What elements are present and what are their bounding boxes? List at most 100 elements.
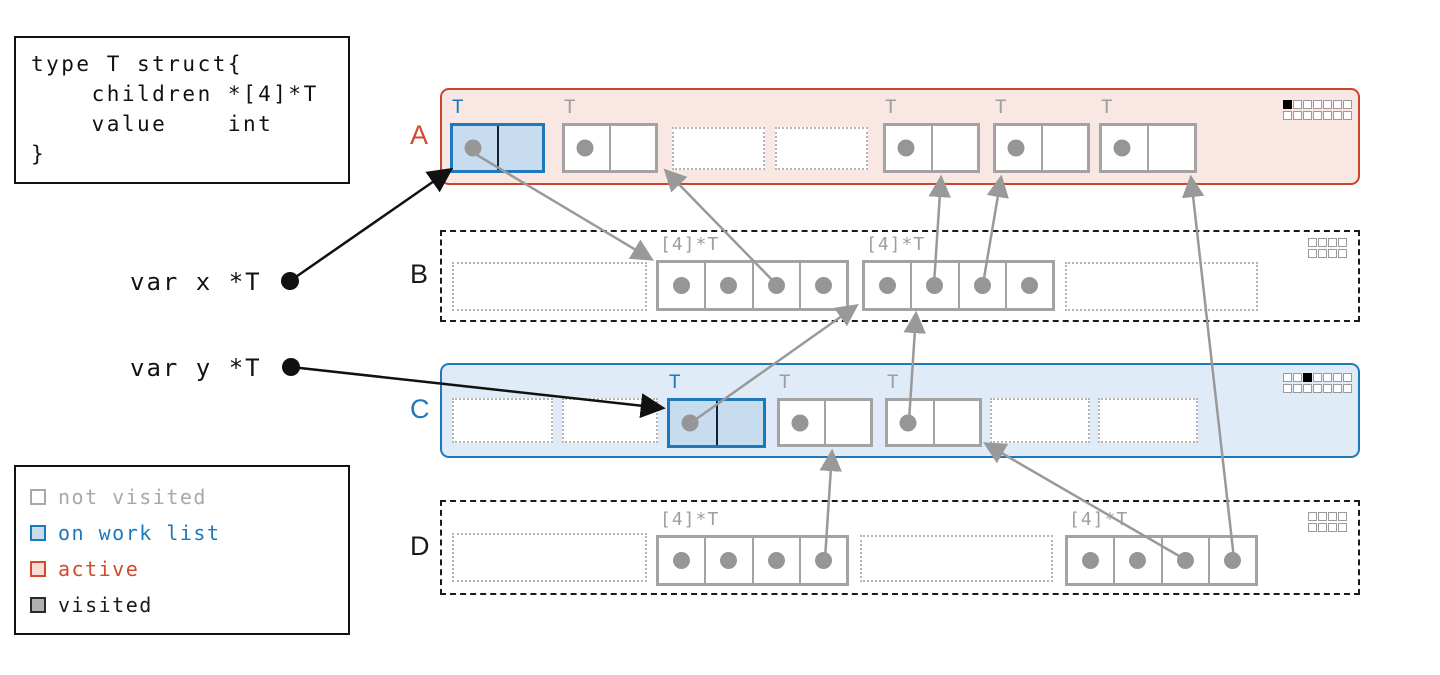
t-object [993,123,1090,173]
array-slot [1004,263,1052,308]
bitmap-bit [1338,249,1347,258]
children-pointer-dot [1113,139,1131,157]
bitmap-bit [1313,100,1322,109]
bitmap-bit [1323,100,1332,109]
bitmap-bit [1283,384,1292,393]
slot-pointer-dot [673,552,691,569]
children-pointer-dot [897,139,915,157]
bitmap-bit [1333,100,1342,109]
band-label-a: A [410,119,429,150]
bitmap-bit [1283,100,1292,109]
legend-label: not visited [58,484,207,509]
array-slot [865,263,910,308]
slot-pointer-dot [814,552,832,569]
variable-label: var y *T [130,354,262,382]
bitmap-bit [1293,111,1302,120]
array-slot [798,538,846,583]
empty-slot [1065,262,1258,311]
pointer-origin-dot [281,272,299,290]
array-slot [798,263,846,308]
bitmap-bit [1343,373,1352,382]
bitmap-bit [1343,384,1352,393]
empty-slot [452,262,647,311]
legend-box: not visited on work list active visited [14,465,350,635]
t-object [1099,123,1197,173]
legend-item-active: active [30,554,348,583]
bitmap-bit [1308,523,1317,532]
band-label-d: D [410,530,430,561]
children-pointer-dot [791,414,809,431]
t-object [450,123,545,173]
empty-slot [990,398,1090,443]
slot-pointer-dot [767,552,785,569]
bitmap-bit [1323,373,1332,382]
legend-label: on work list [58,520,221,545]
children-pointer-dot [899,414,917,431]
array-type-label: [4]*T [660,234,720,255]
slot-pointer-dot [879,277,897,294]
bitmap-bit [1308,249,1317,258]
field-divider [609,126,611,170]
t-type-label: T [452,96,464,118]
bitmap-bit [1333,384,1342,393]
slot-pointer-dot [720,552,738,569]
pointer-array [1065,535,1258,586]
t-type-label: T [669,371,681,393]
bitmap-bit [1328,249,1337,258]
bitmap-row [1283,100,1352,109]
t-type-label: T [564,96,576,118]
bitmap-bit [1328,512,1337,521]
t-type-label: T [887,371,899,393]
children-pointer-dot [681,414,699,432]
field-divider [1040,126,1043,170]
legend-swatch-visited [30,596,46,613]
bitmap-bit [1313,384,1322,393]
bitmap-bit [1318,512,1327,521]
bitmap-bit [1318,249,1327,258]
children-pointer-dot [464,139,482,157]
bitmap-bit [1303,111,1312,120]
bitmap-bit [1283,111,1292,120]
array-slot [751,538,799,583]
children-pointer-dot [576,139,594,157]
pointer-origin-dot [282,358,300,376]
legend-label: active [58,556,140,581]
t-type-label: T [1101,96,1113,118]
empty-slot [1098,398,1198,443]
children-pointer-dot [1007,139,1025,157]
slot-pointer-dot [1176,552,1194,569]
array-slot [659,263,704,308]
empty-slot [672,127,765,170]
bitmap-row [1308,249,1347,258]
slot-pointer-dot [673,277,691,294]
legend-item-on-work-list: on work list [30,518,348,547]
bitmap-bit [1323,111,1332,120]
array-slot [957,263,1005,308]
mark-bitmap [1308,512,1347,532]
empty-slot [452,398,553,443]
bitmap-bit [1313,111,1322,120]
array-slot [704,538,751,583]
slot-pointer-dot [1020,277,1038,294]
bitmap-bit [1338,512,1347,521]
slot-pointer-dot [814,277,832,294]
slot-pointer-dot [1223,552,1241,569]
bitmap-bit [1293,100,1302,109]
bitmap-bit [1323,384,1332,393]
bitmap-bit [1303,100,1312,109]
legend-item-visited: visited [30,590,348,619]
array-slot [1113,538,1160,583]
t-object [885,398,982,447]
field-divider [715,401,718,445]
array-slot [659,538,704,583]
legend-swatch-on-work-list [30,524,46,541]
slot-pointer-dot [926,277,944,294]
empty-slot [860,535,1053,582]
field-divider [824,401,826,444]
t-type-label: T [995,96,1007,118]
legend-label: visited [58,592,153,617]
bitmap-bit [1318,238,1327,247]
mark-bitmap [1283,373,1352,393]
type-definition-box: type T struct{ children *[4]*T value int… [14,36,350,184]
t-type-label: T [885,96,897,118]
